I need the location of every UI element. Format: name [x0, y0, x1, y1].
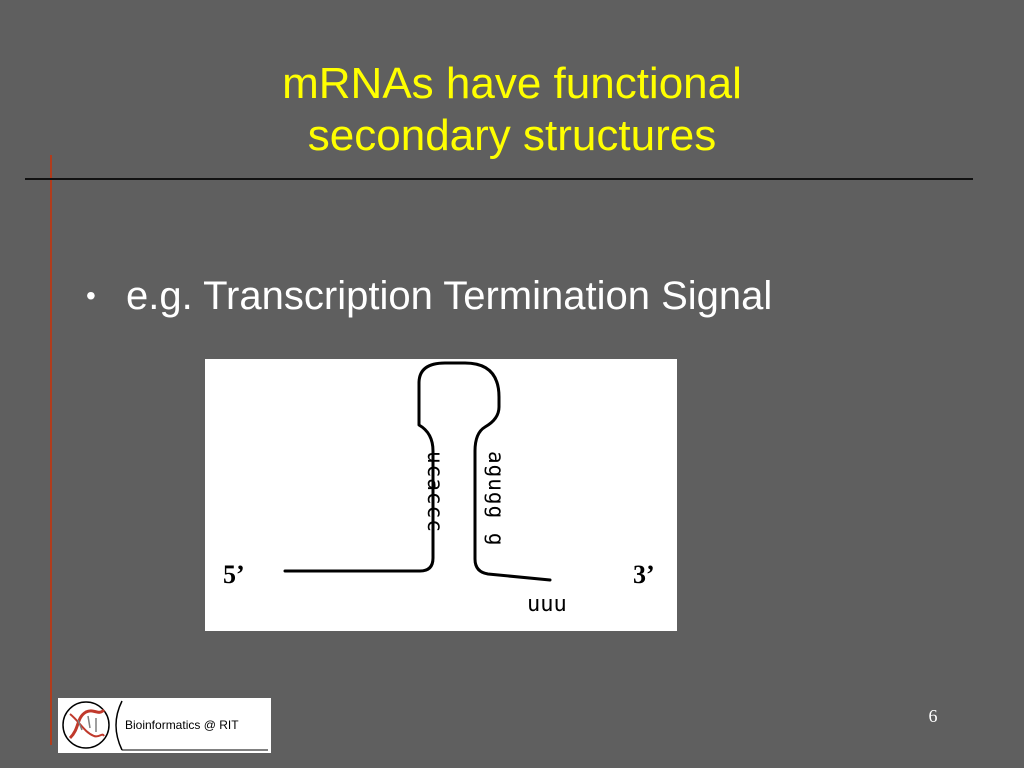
tail-sequence: uuu: [527, 592, 567, 617]
title-underline: [25, 178, 973, 180]
rna-backbone-left: [283, 361, 552, 582]
slide-title-line-1: mRNAs have functional: [282, 59, 742, 108]
dna-rung: [77, 719, 83, 731]
left-accent-rule: [50, 155, 52, 745]
logo-text: Bioinformatics @ RIT: [125, 718, 239, 732]
logo-circle-icon: [62, 701, 110, 749]
dna-helix-icon-strand: [69, 713, 105, 738]
slide-number: 6: [928, 706, 938, 726]
bullet-item: • e.g. Transcription Termination Signal: [86, 272, 772, 320]
hairpin-diagram-svg: 5’ 3’ ucaccc agugg g uuu: [223, 361, 655, 617]
five-prime-label: 5’: [223, 560, 245, 589]
logo-graphic: Bioinformatics @ RIT: [62, 700, 268, 751]
slide-title: mRNAs have functional secondary structur…: [0, 58, 1024, 162]
left-stem-sequence: ucaccc: [423, 451, 447, 533]
bullet-marker: •: [86, 280, 96, 311]
bullet-text: e.g. Transcription Termination Signal: [126, 274, 773, 318]
right-stem-sequence: agugg g: [484, 451, 508, 547]
slide-title-line-2: secondary structures: [307, 111, 717, 160]
logo-arc-divider: [115, 700, 123, 751]
dna-helix-icon: [68, 708, 106, 740]
bioinformatics-logo: Bioinformatics @ RIT: [58, 698, 271, 753]
three-prime-label: 3’: [633, 560, 655, 589]
termination-signal-diagram: 5’ 3’ ucaccc agugg g uuu: [205, 359, 677, 631]
dna-rung: [87, 715, 91, 729]
